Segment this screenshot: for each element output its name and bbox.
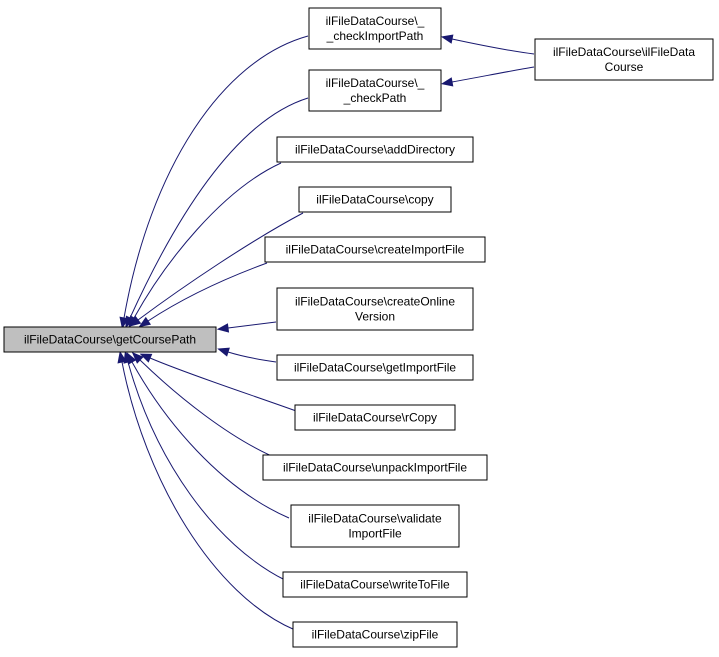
node-label-line: ilFileDataCourse\rCopy bbox=[313, 411, 437, 425]
edge-constructor-to-checkImportPath bbox=[440, 34, 535, 55]
node-checkImportPath[interactable]: ilFileDataCourse\__checkImportPath bbox=[308, 7, 442, 50]
edge-constructor-to-checkPath bbox=[440, 66, 535, 87]
edge-arrowhead bbox=[440, 34, 454, 44]
node-createImportFile[interactable]: ilFileDataCourse\createImportFile bbox=[264, 236, 486, 263]
edge-arrowhead bbox=[128, 315, 142, 327]
edge-unpackImportFile-to-root bbox=[131, 352, 282, 461]
edge-line bbox=[451, 66, 535, 83]
edge-addDirectory-to-root bbox=[128, 162, 282, 328]
node-label-line: ilFileDataCourse\_ bbox=[326, 14, 425, 28]
edge-validateImportFile-to-root bbox=[126, 352, 290, 519]
edge-arrowhead bbox=[139, 353, 153, 363]
edge-writeToFile-to-root bbox=[123, 351, 286, 581]
node-getImportFile[interactable]: ilFileDataCourse\getImportFile bbox=[276, 354, 474, 381]
edge-arrowhead bbox=[440, 77, 454, 87]
node-label-line: ilFileDataCourse\addDirectory bbox=[295, 143, 455, 157]
node-label-line: ilFileDataCourse\getImportFile bbox=[294, 361, 456, 375]
node-label-line: ilFileDataCourse\createOnline bbox=[295, 295, 455, 309]
node-rCopy[interactable]: ilFileDataCourse\rCopy bbox=[294, 404, 456, 431]
node-label-line: ilFileDataCourse\writeToFile bbox=[300, 578, 450, 592]
edge-copy-to-root bbox=[128, 212, 304, 327]
edge-line bbox=[139, 359, 282, 461]
node-label-line: _checkImportPath bbox=[326, 29, 424, 43]
node-root[interactable]: ilFileDataCourse\getCoursePath bbox=[3, 326, 217, 353]
edge-line bbox=[137, 212, 304, 321]
node-box bbox=[308, 69, 442, 112]
node-box bbox=[276, 287, 474, 331]
edge-arrowhead bbox=[131, 352, 144, 364]
edge-arrowhead bbox=[138, 316, 152, 328]
node-box bbox=[262, 454, 488, 481]
node-box bbox=[294, 404, 456, 431]
node-box bbox=[276, 136, 474, 163]
node-box bbox=[290, 504, 460, 548]
node-label-line: Course bbox=[605, 60, 644, 74]
node-box bbox=[534, 38, 714, 81]
edge-line bbox=[121, 361, 296, 631]
edge-line bbox=[149, 357, 300, 413]
edge-rCopy-to-root bbox=[139, 353, 300, 413]
node-checkPath[interactable]: ilFileDataCourse\__checkPath bbox=[308, 69, 442, 112]
edge-line bbox=[227, 321, 277, 329]
edge-line bbox=[127, 361, 286, 581]
edge-line bbox=[147, 262, 268, 322]
node-zipFile[interactable]: ilFileDataCourse\zipFile bbox=[292, 621, 458, 648]
edge-getImportFile-to-root bbox=[217, 347, 277, 363]
node-addDirectory[interactable]: ilFileDataCourse\addDirectory bbox=[276, 136, 474, 163]
node-label-line: ImportFile bbox=[348, 527, 402, 541]
node-label-line: ilFileDataCourse\ilFileData bbox=[553, 45, 695, 59]
node-label-line: ilFileDataCourse\_ bbox=[326, 76, 425, 90]
edge-line bbox=[131, 361, 290, 519]
node-label-line: ilFileDataCourse\createImportFile bbox=[286, 243, 465, 257]
edge-arrowhead bbox=[217, 347, 230, 357]
edge-line bbox=[123, 35, 309, 319]
edge-createImportFile-to-root bbox=[138, 262, 268, 328]
edge-line bbox=[227, 351, 277, 363]
node-label-line: ilFileDataCourse\zipFile bbox=[312, 628, 439, 642]
edge-checkImportPath-to-root bbox=[119, 35, 309, 330]
edge-arrowhead bbox=[216, 323, 230, 333]
node-box bbox=[264, 236, 486, 263]
node-label-line: ilFileDataCourse\copy bbox=[316, 193, 433, 207]
node-unpackImportFile[interactable]: ilFileDataCourse\unpackImportFile bbox=[262, 454, 488, 481]
edge-arrowhead bbox=[123, 351, 133, 364]
node-box bbox=[292, 621, 458, 648]
edge-arrowhead bbox=[117, 350, 127, 364]
node-box bbox=[3, 326, 217, 353]
node-label-line: ilFileDataCourse\getCoursePath bbox=[24, 333, 196, 347]
node-label-line: ilFileDataCourse\validate bbox=[308, 512, 442, 526]
node-label-line: _checkPath bbox=[343, 91, 407, 105]
node-box bbox=[298, 186, 452, 213]
node-box bbox=[308, 7, 442, 50]
edge-zipFile-to-root bbox=[117, 350, 296, 631]
node-label-line: Version bbox=[355, 310, 395, 324]
node-constructor[interactable]: ilFileDataCourse\ilFileDataCourse bbox=[534, 38, 714, 81]
node-label-line: ilFileDataCourse\unpackImportFile bbox=[283, 461, 467, 475]
edge-line bbox=[129, 97, 309, 319]
node-box bbox=[282, 571, 468, 598]
edge-line bbox=[133, 162, 282, 319]
edges-layer bbox=[117, 34, 535, 631]
node-copy[interactable]: ilFileDataCourse\copy bbox=[298, 186, 452, 213]
node-box bbox=[276, 354, 474, 381]
nodes-layer: ilFileDataCourse\getCoursePath ilFileData… bbox=[3, 7, 714, 648]
node-writeToFile[interactable]: ilFileDataCourse\writeToFile bbox=[282, 571, 468, 598]
edge-line bbox=[451, 38, 535, 55]
edge-createOnlineVersion-to-root bbox=[216, 321, 277, 333]
